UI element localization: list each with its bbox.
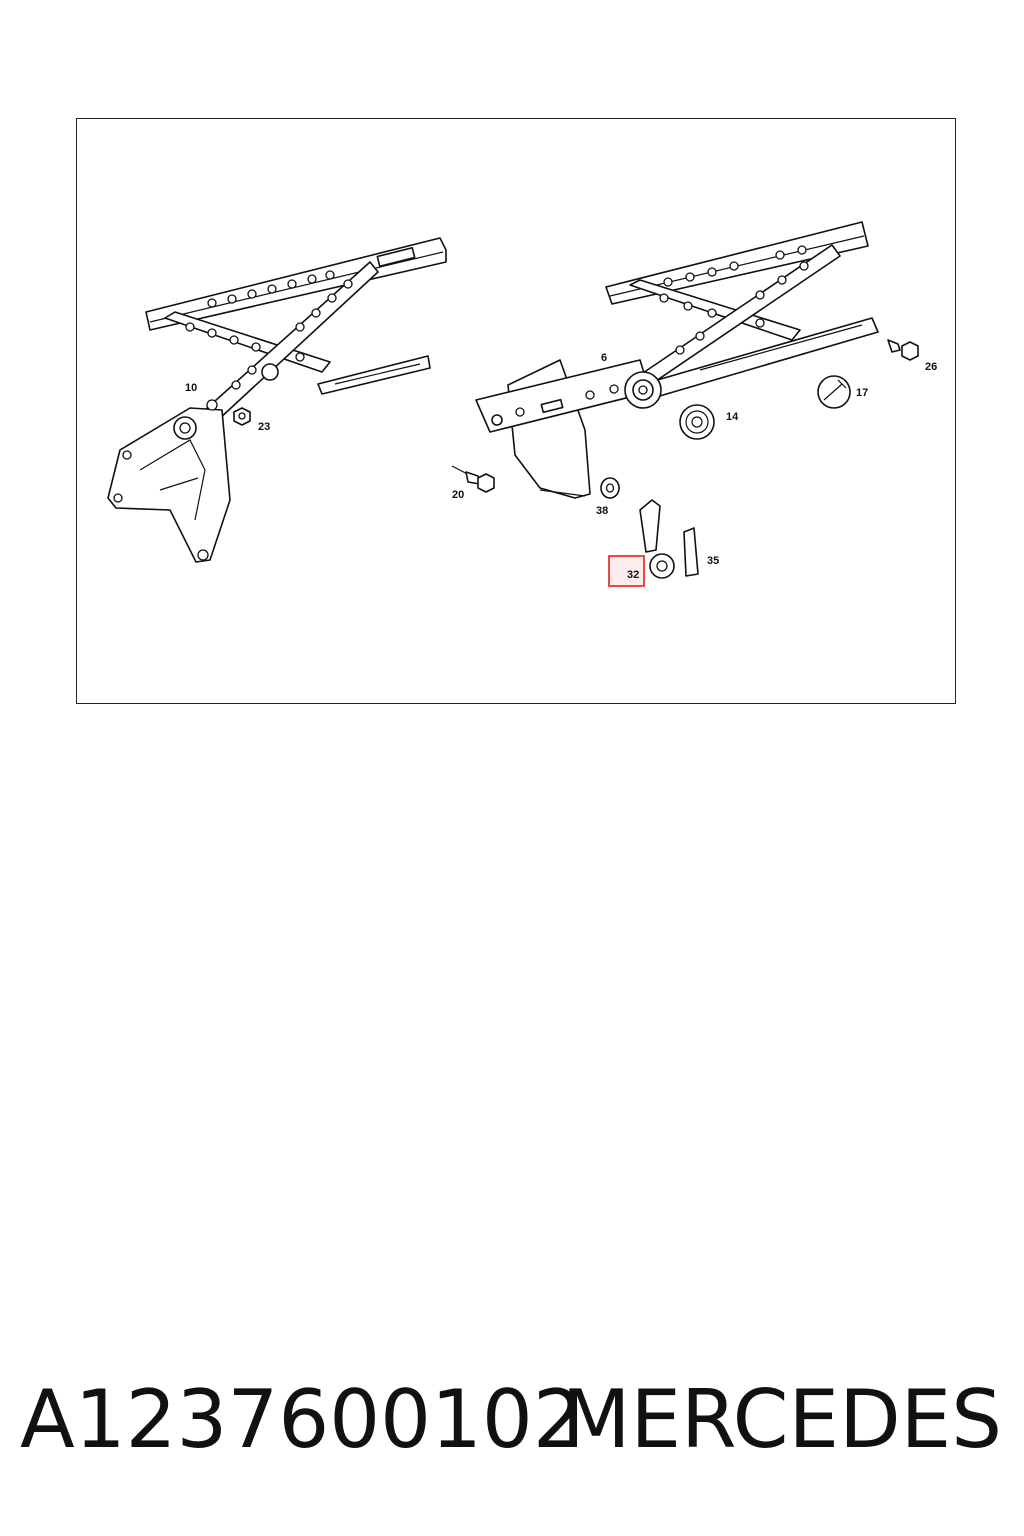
label-38: 38 [596,505,608,517]
highlight-box [608,555,645,587]
diagram-frame [76,118,956,704]
window-crank-handle [639,499,675,579]
label-14: 14 [726,411,739,423]
label-6: 6 [601,352,607,364]
label-10: 10 [185,382,197,394]
right-regulator-assembly [475,221,879,499]
left-regulator-assembly [107,237,447,563]
label-26: 26 [925,361,937,373]
wrench-icon [817,375,851,409]
cover-35 [683,527,699,577]
bolt-20 [451,465,495,493]
brand-name: MERCEDES [561,1373,1002,1466]
footer: A1237600102 MERCEDES [0,1370,1024,1470]
parts-diagram: 10 23 6 26 17 14 20 38 32 35 [107,221,937,587]
part-number: A1237600102 [20,1373,584,1466]
label-23: 23 [258,421,270,433]
washer-38 [600,477,620,499]
nut-23 [233,407,251,426]
label-20: 20 [452,489,464,501]
label-17: 17 [856,387,868,399]
spring-14 [679,404,715,440]
label-32[interactable]: 32 [627,569,639,581]
bolt-26 [887,339,919,361]
label-35: 35 [707,555,719,567]
